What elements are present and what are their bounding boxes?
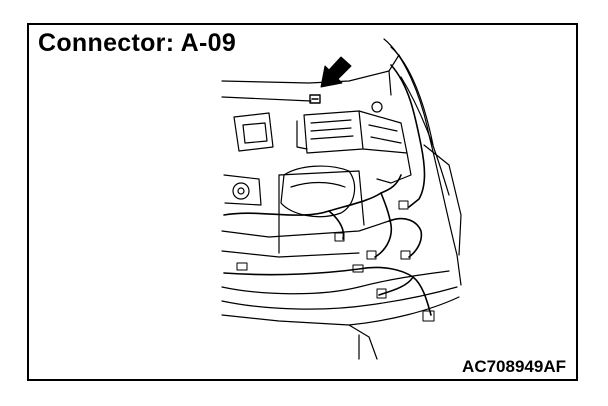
hood-outline [221,54,408,102]
figure-title: Connector: A-09 [38,29,237,57]
front-bumper [221,270,460,360]
fender-outline [383,38,462,286]
figure-frame: Connector: A-09 [27,23,578,381]
wiring-harness [223,64,432,316]
harness-connectors [236,200,435,322]
engine-bay-illustration [221,38,462,360]
figure-code: AC708949AF [462,357,566,376]
engine-block [223,165,356,218]
radiator-support [221,112,390,258]
arrow-icon [320,56,352,88]
battery-relay-box [296,101,412,184]
connector-a09 [309,94,321,104]
